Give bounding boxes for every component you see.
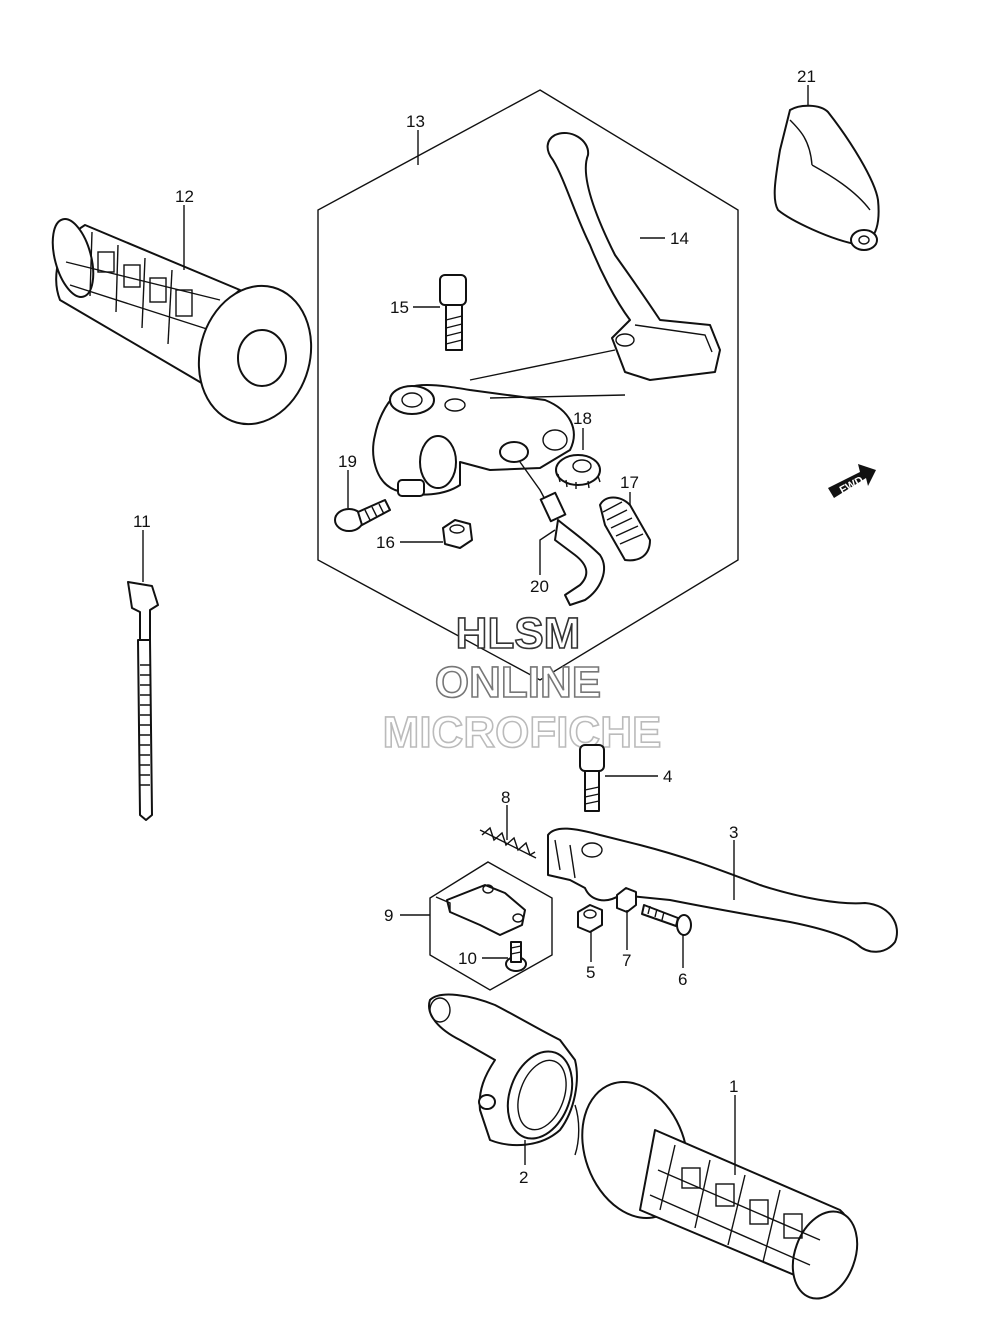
- callout-3: 3: [729, 823, 738, 842]
- part-17-adjuster: [599, 496, 651, 562]
- part-3-brake-lever: [547, 827, 898, 953]
- part-18-adjuster-nut: [555, 454, 601, 489]
- callout-11: 11: [133, 512, 151, 531]
- callout-19: 19: [338, 452, 357, 471]
- part-16-nut: [442, 519, 473, 549]
- part-11-cable-tie: [127, 581, 159, 821]
- part-6-screw: [641, 904, 692, 936]
- callout-5: 5: [586, 963, 595, 982]
- part-2-throttle-tube: [428, 993, 578, 1147]
- part-1-right-grip: [574, 1081, 859, 1300]
- part-13-lever-assembly: [317, 89, 739, 681]
- callout-10: 10: [458, 949, 477, 968]
- callout-17: 17: [620, 473, 639, 492]
- callout-20: 20: [530, 577, 549, 596]
- part-7-nut: [616, 887, 637, 913]
- fwd-arrow-icon: FWD: [828, 464, 876, 498]
- callout-1: 1: [729, 1077, 738, 1096]
- callout-12: 12: [175, 187, 194, 206]
- part-10-screw: [505, 941, 527, 972]
- leader-lines: [142, 85, 809, 1175]
- watermark-line-2: ONLINE: [435, 658, 601, 707]
- callout-8: 8: [501, 788, 510, 807]
- callout-13: 13: [406, 112, 425, 131]
- callout-15: 15: [390, 298, 409, 317]
- part-12-left-grip: [51, 218, 313, 426]
- part-5-nut: [577, 904, 603, 933]
- callout-14: 14: [670, 229, 689, 248]
- callout-16: 16: [376, 533, 395, 552]
- callout-2: 2: [519, 1168, 528, 1187]
- part-8-spring: [479, 826, 537, 859]
- part-9-switch-assembly: [429, 861, 553, 991]
- part-15-pivot-bolt: [439, 274, 467, 351]
- callout-4: 4: [663, 767, 672, 786]
- watermark-line-3: MICROFICHE: [383, 708, 662, 757]
- part-4-pivot-bolt: [579, 744, 605, 812]
- watermark: HLSM ONLINE MICROFICHE: [382, 608, 662, 758]
- callout-labels: 12 13 21 14 15 18 17 19 16 20 11 4 8 3 9…: [133, 67, 816, 1187]
- fwd-label: FWD: [838, 474, 866, 496]
- callout-6: 6: [678, 970, 687, 989]
- watermark-line-1: HLSM: [456, 609, 581, 658]
- callout-7: 7: [622, 951, 631, 970]
- lever-holder-body: [372, 349, 626, 497]
- part-21-lever-cover: [773, 104, 880, 251]
- callout-21: 21: [797, 67, 816, 86]
- callout-18: 18: [573, 409, 592, 428]
- callout-9: 9: [384, 906, 393, 925]
- part-14-lever: [546, 132, 721, 381]
- part-19-bolt: [334, 499, 391, 532]
- part-20-cable: [519, 461, 605, 606]
